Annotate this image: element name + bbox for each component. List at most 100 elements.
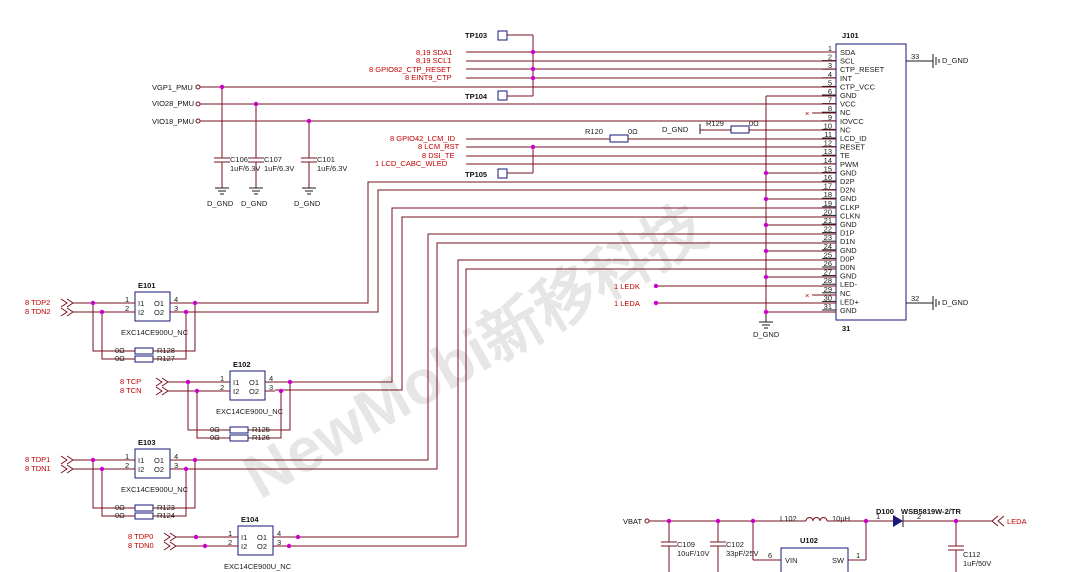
diode-d100 <box>893 515 903 527</box>
junction-dot <box>530 66 536 72</box>
ground-symbol-33 <box>932 54 940 68</box>
tp104 <box>497 90 508 101</box>
pin-12-name: RESET <box>840 143 865 152</box>
u102-sw: SW <box>832 556 845 565</box>
pin-29-num: 29 <box>824 285 832 294</box>
svg-text:O1: O1 <box>257 533 267 542</box>
svg-text:0Ω: 0Ω <box>115 511 125 520</box>
d100-val: WSB5819W-2/TR <box>901 507 961 516</box>
decoupling-caps: C106 1uF/6.3V D_GND C107 1uF/6.3V D_GND … <box>207 155 347 208</box>
c107-val: 1uF/6.3V <box>264 164 294 173</box>
svg-text:R128: R128 <box>157 346 175 355</box>
junction-dot <box>530 144 536 150</box>
svg-text:2: 2 <box>220 383 224 392</box>
net-sda: 8,19 SDA1 <box>416 48 452 57</box>
pin-22-num: 22 <box>824 225 832 234</box>
pin-33-num: 33 <box>911 52 919 61</box>
pin-2-num: 2 <box>828 53 832 62</box>
net-ledk: 1 LEDK <box>614 282 640 291</box>
pin-13-num: 13 <box>824 147 832 156</box>
bypass-resistor <box>134 355 154 363</box>
l102-ref: L102 <box>780 514 797 523</box>
pin-30-num: 30 <box>824 293 832 302</box>
filter-part: EXC14CE900U_NC <box>121 328 189 337</box>
svg-text:0Ω: 0Ω <box>115 503 125 512</box>
filter-part: EXC14CE900U_NC <box>121 485 189 494</box>
watermark: NewMobi新移科技 <box>233 192 718 512</box>
filter-ref: E104 <box>241 515 259 524</box>
r129 <box>730 125 750 134</box>
c112-val: 1uF/50V <box>963 559 991 568</box>
r129-val: 0Ω <box>749 119 759 128</box>
svg-text:R126: R126 <box>252 433 270 442</box>
bypass-resistor <box>229 426 249 434</box>
junction-dots <box>219 49 959 524</box>
pin-27-name: GND <box>840 272 857 281</box>
pin-5-num: 5 <box>828 78 832 87</box>
c109-val: 10uF/10V <box>677 549 710 558</box>
junction-dot <box>530 75 536 81</box>
svg-text:I1: I1 <box>138 299 144 308</box>
svg-text:0Ω: 0Ω <box>210 425 220 434</box>
junction-dot <box>253 101 259 107</box>
pin-9-num: 9 <box>828 113 832 122</box>
pin-31-name: GND <box>840 306 857 315</box>
net-scl: 8,19 SCL1 <box>416 56 451 65</box>
pin-31-num: 31 <box>824 302 832 311</box>
filter-body <box>229 370 266 401</box>
pin-14-name: PWM <box>840 160 858 169</box>
gnd-32-label: D_GND <box>942 298 969 307</box>
pin-18-num: 18 <box>824 190 832 199</box>
svg-text:4: 4 <box>269 374 273 383</box>
pin-3-num: 3 <box>828 61 832 70</box>
junction-dot <box>863 518 869 524</box>
tp103 <box>497 30 508 41</box>
junction-dot <box>653 300 659 306</box>
pin-6-num: 6 <box>828 87 832 96</box>
cap-c101: C101 1uF/6.3V D_GND <box>294 155 347 208</box>
svg-text:R127: R127 <box>157 354 175 363</box>
pin-19-name: CLKP <box>840 203 860 212</box>
ic-u102 <box>780 547 849 572</box>
junction-dot <box>750 518 756 524</box>
net-leda-out: LEDA <box>1007 517 1027 526</box>
svg-text:I2: I2 <box>233 387 239 396</box>
l102-val: 10μH <box>832 514 850 523</box>
filter-in-n: 8 TDN2 <box>25 307 51 316</box>
inductor-l102 <box>805 517 828 522</box>
svg-text:R125: R125 <box>252 425 270 434</box>
tp103-label: TP103 <box>465 31 487 40</box>
c106-gnd: D_GND <box>207 199 234 208</box>
junction-dot <box>530 49 536 55</box>
pin-26-num: 26 <box>824 259 832 268</box>
svg-text:O2: O2 <box>249 387 259 396</box>
connector-body <box>835 43 907 321</box>
tp104-label: TP104 <box>465 92 488 101</box>
svg-text:I1: I1 <box>138 456 144 465</box>
net-lcm-rst: 8 LCM_RST <box>418 142 460 151</box>
pin-27-num: 27 <box>824 268 832 277</box>
r120-ref: R120 <box>585 127 603 136</box>
pin-10-name: NC <box>840 125 851 134</box>
pin-4-num: 4 <box>828 70 832 79</box>
pin-16-num: 16 <box>824 173 832 182</box>
c106-ref: C106 <box>230 155 248 164</box>
ground-symbol-bottom <box>759 321 773 329</box>
c102-val: 33pF/25V <box>726 549 759 558</box>
filter-ref: E102 <box>233 360 251 369</box>
pin-17-num: 17 <box>824 182 832 191</box>
pin-20-num: 20 <box>824 207 832 216</box>
pin-24-name: GND <box>840 246 857 255</box>
pin-24-num: 24 <box>824 242 832 251</box>
pin-25-name: D0P <box>840 254 855 263</box>
pin-11-name: LCD_ID <box>840 134 867 143</box>
ground-symbol-32 <box>932 296 940 310</box>
svg-text:3: 3 <box>174 304 178 313</box>
u102-vin: VIN <box>785 556 798 565</box>
pin-19-num: 19 <box>824 199 832 208</box>
bypass-resistor <box>229 434 249 442</box>
junction-dot <box>763 222 769 228</box>
